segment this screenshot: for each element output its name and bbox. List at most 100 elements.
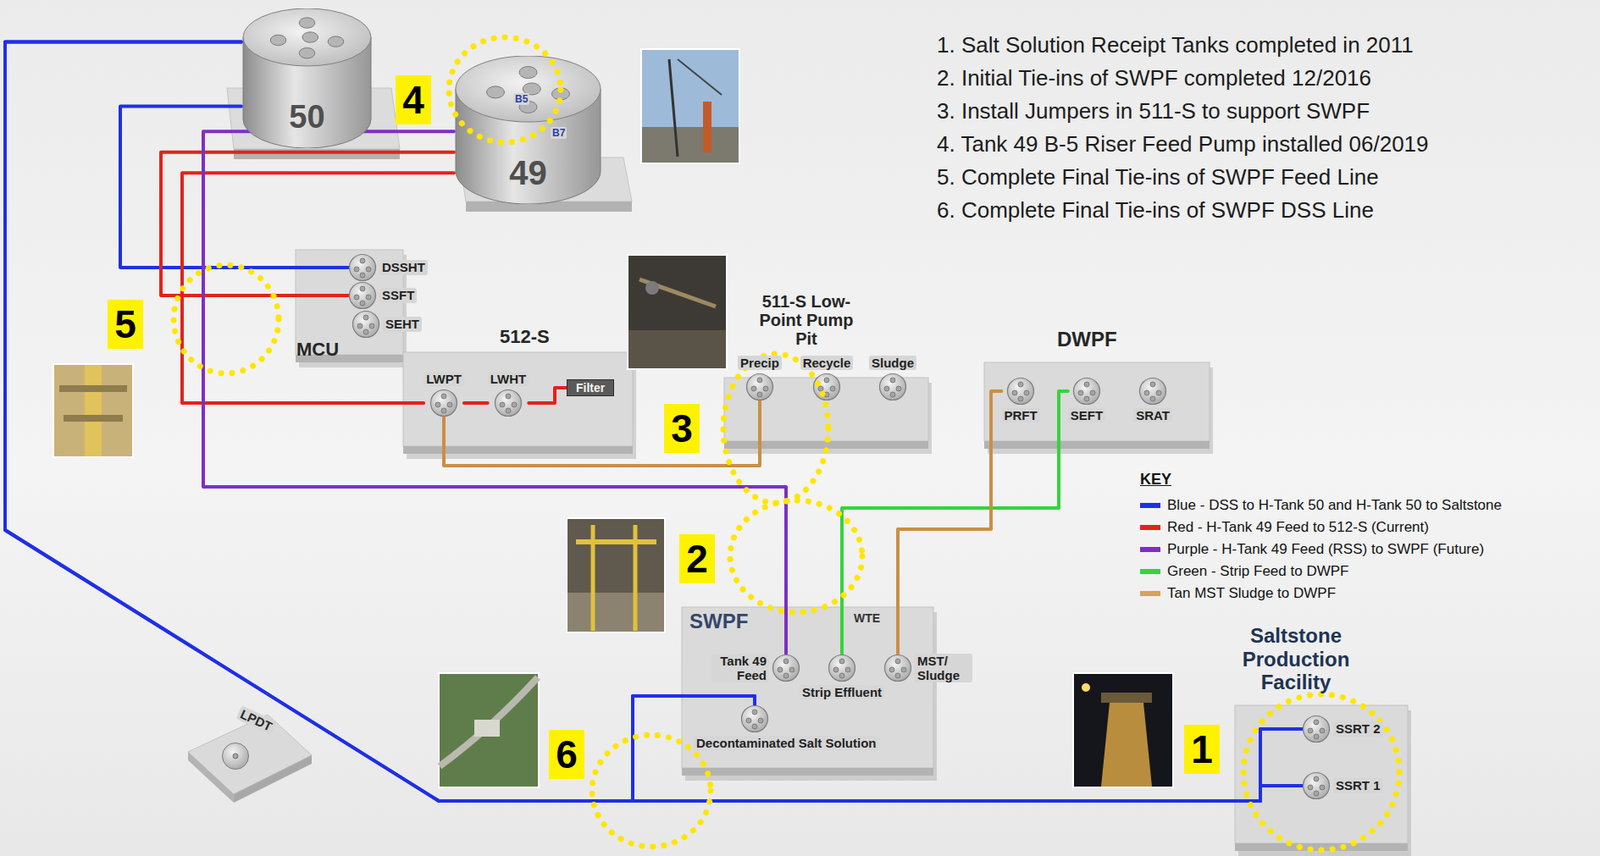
- tank-rim: [1140, 378, 1167, 405]
- photo-ground: [642, 127, 739, 163]
- label-holder: 2: [679, 534, 715, 584]
- tank-label: MST/ Sludge: [914, 653, 973, 684]
- legend-text: Purple - H-Tank 49 Feed (RSS) to SWPF (F…: [1167, 541, 1484, 559]
- callout-number: 5: [107, 299, 144, 349]
- tank-riser: [889, 667, 895, 673]
- tank-label: SEHT: [382, 316, 422, 332]
- callout-number: 2: [679, 534, 715, 584]
- tank-riser: [359, 300, 366, 306]
- photo-plank: [63, 415, 123, 422]
- heading-holder: DWPF: [1057, 327, 1118, 352]
- legend-row: Blue - DSS to H-Tank 50 and H-Tank 50 to…: [1140, 494, 1502, 517]
- tank-rim: [1303, 773, 1330, 800]
- milestone-note: 5. Complete Final Tie-ins of SWPF Feed L…: [936, 164, 1379, 191]
- label-holder: 4. Tank 49 B-5 Riser Feed Pump installed…: [936, 131, 1429, 158]
- legend-swatch: [1140, 503, 1161, 509]
- tank-tag: WTE: [853, 611, 881, 626]
- process-tank: SSRT 1: [1301, 771, 1384, 801]
- tank-riser: [752, 724, 758, 730]
- facility-heading: SWPF: [689, 609, 748, 634]
- tank-riser: [1084, 382, 1090, 388]
- facility-platform: MCUDSSHTSSFTSEHT: [287, 245, 471, 369]
- tank-riser: [1018, 396, 1024, 402]
- tank-top: [493, 388, 523, 418]
- tank-riser: [757, 392, 763, 398]
- tank-top: [878, 372, 908, 402]
- tank-top: [1301, 771, 1331, 801]
- legend-row: Green - Strip Feed to DWPF: [1140, 560, 1502, 583]
- tank-riser: [1018, 382, 1024, 388]
- process-tank: Sludge: [869, 355, 917, 402]
- tank-riser: [752, 709, 758, 715]
- facility-heading: MCU: [296, 338, 339, 360]
- tank-roof: [455, 55, 601, 122]
- tank-rim: [829, 655, 856, 682]
- tank-riser: [365, 294, 371, 300]
- process-tank: MST/ Sludge: [883, 653, 973, 684]
- photo-riser: [703, 101, 712, 153]
- tank-roof: [243, 8, 371, 67]
- photo-ground: [53, 364, 133, 458]
- tank-label: SSFT: [379, 287, 417, 303]
- tank-number: 49: [509, 153, 548, 193]
- label-holder: 4: [395, 75, 432, 125]
- heading-holder: 512-S: [499, 326, 550, 348]
- tank-rim: [880, 374, 907, 401]
- slab-top: [188, 714, 312, 795]
- tank-riser: [757, 377, 763, 383]
- tank-rim: [353, 311, 380, 338]
- photo-night: [1073, 673, 1174, 788]
- label-holder: 5. Complete Final Tie-ins of SWPF Feed L…: [936, 164, 1379, 191]
- milestone-note: 4. Tank 49 B-5 Riser Feed Pump installed…: [936, 131, 1429, 158]
- photo-tie-in: [53, 364, 133, 458]
- tank-riser: [365, 266, 371, 272]
- tank-riser: [435, 402, 441, 408]
- filter-label: Filter: [575, 381, 605, 395]
- facility-platform: 512-SLWPTLWHTFilter: [398, 324, 640, 460]
- photo-pipe: [639, 279, 716, 307]
- tank-riser: [890, 377, 896, 383]
- tank-riser: [1156, 390, 1162, 396]
- legend-swatch: [1140, 591, 1161, 597]
- tank-riser: [359, 258, 366, 264]
- tank-riser: [845, 667, 851, 673]
- storage-tank: 50: [241, 8, 373, 149]
- legend: Blue - DSS to H-Tank 50 and H-Tank 50 to…: [1140, 494, 1502, 605]
- tank-rim: [1074, 378, 1101, 405]
- tank-riser: [359, 272, 366, 278]
- tank-riser: [1084, 396, 1090, 402]
- tank-riser: [487, 86, 505, 99]
- callout-number: 3: [664, 404, 700, 454]
- tank-label: Precip: [737, 355, 782, 371]
- label-holder: 5: [107, 299, 144, 349]
- legend-swatch: [1140, 547, 1161, 553]
- photo-floor: [628, 330, 726, 369]
- tank-riser: [298, 17, 316, 28]
- tank-top: [812, 372, 842, 402]
- tank-riser: [789, 667, 795, 673]
- tank-riser: [363, 315, 369, 321]
- process-tank: SEHT: [351, 310, 422, 339]
- tank-top: [348, 253, 377, 283]
- process-tank: SRAT: [1133, 376, 1173, 423]
- tank-top: [1301, 714, 1331, 744]
- tank-rim: [495, 390, 522, 417]
- tank-label: Tank 49 Feed: [711, 653, 770, 684]
- tank-label: SSRT 2: [1333, 721, 1384, 737]
- tank-riser: [758, 718, 764, 724]
- label-holder: 3. Install Jumpers in 511-S to support S…: [936, 98, 1370, 125]
- photo-beam: [84, 365, 102, 457]
- tank-riser: [1144, 390, 1150, 396]
- process-tank: PRFT: [1001, 376, 1040, 423]
- facility-platform: SWPFTank 49 FeedStrip EffluentMST/ Sludg…: [677, 603, 976, 781]
- tank-riser: [1150, 382, 1156, 388]
- tank-riser: [763, 386, 769, 392]
- process-tank: SEFT: [1068, 376, 1106, 423]
- tank-label: LWPT: [423, 371, 465, 387]
- pipe-connector: [464, 401, 488, 405]
- tank-top: [348, 281, 377, 311]
- tank-riser: [499, 402, 505, 408]
- tank-riser: [1313, 776, 1319, 782]
- process-tank: Tank 49 Feed: [711, 653, 801, 684]
- tank-riser: [901, 667, 907, 673]
